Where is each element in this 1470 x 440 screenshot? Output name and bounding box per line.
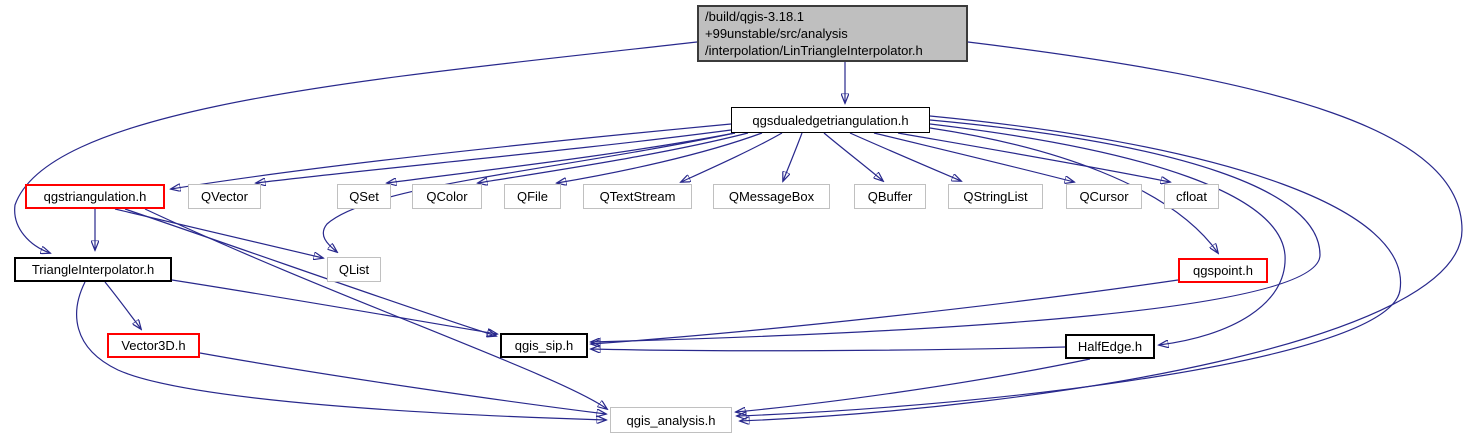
edge-qgsdualedgetriangulation-qmessagebox — [783, 132, 803, 181]
edge-root-triangleinterpolator — [14, 41, 698, 253]
edge-triangleinterpolator-qgis_sip — [171, 279, 497, 334]
node-vector3d[interactable]: Vector3D.h — [107, 333, 200, 358]
node-qlist[interactable]: QList — [327, 257, 381, 282]
node-cfloat[interactable]: cfloat — [1164, 184, 1219, 209]
edge-qgsdualedgetriangulation-qgstriangulation — [171, 123, 732, 189]
node-qgis-analysis[interactable]: qgis_analysis.h — [610, 407, 732, 433]
edge-qgsdualedgetriangulation-qgis_analysis — [737, 115, 1402, 416]
edge-halfedge-qgis_sip — [591, 347, 1066, 351]
node-qgsdualedgetriangulation[interactable]: qgsdualedgetriangulation.h — [731, 107, 930, 133]
node-triangleinterpolator[interactable]: TriangleInterpolator.h — [14, 257, 172, 282]
node-qtextstream[interactable]: QTextStream — [583, 184, 692, 209]
edge-qgsdualedgetriangulation-qgis_sip — [591, 119, 1321, 342]
edge-qgsdualedgetriangulation-qbuffer — [823, 132, 883, 181]
edge-qgstriangulation-qgis_sip — [124, 208, 496, 336]
node-qbuffer[interactable]: QBuffer — [854, 184, 926, 209]
edge-qgsdualedgetriangulation-qgspoint — [929, 127, 1218, 253]
node-qgspoint[interactable]: qgspoint.h — [1178, 258, 1268, 283]
node-qset[interactable]: QSet — [337, 184, 391, 209]
edge-vector3d-qgis_analysis — [199, 352, 606, 414]
node-qgis-sip[interactable]: qgis_sip.h — [500, 333, 588, 358]
node-qmessagebox[interactable]: QMessageBox — [713, 184, 830, 209]
edge-qgsdualedgetriangulation-qfile — [557, 132, 763, 183]
node-root-lintriangleinterpolator[interactable]: /build/qgis-3.18.1 +99unstable/src/analy… — [697, 5, 968, 62]
node-qcursor[interactable]: QCursor — [1066, 184, 1142, 209]
node-qgstriangulation[interactable]: qgstriangulation.h — [25, 184, 165, 209]
edge-qgsdualedgetriangulation-qcursor — [873, 132, 1074, 182]
edge-qgsdualedgetriangulation-qvector — [256, 129, 732, 183]
node-qfile[interactable]: QFile — [504, 184, 561, 209]
edge-halfedge-qgis_analysis — [736, 358, 1091, 412]
edge-triangleinterpolator-qgis_analysis — [76, 281, 606, 420]
node-halfedge[interactable]: HalfEdge.h — [1065, 334, 1155, 359]
edge-qgstriangulation-qgis_analysis — [144, 208, 607, 409]
node-qvector[interactable]: QVector — [188, 184, 261, 209]
edge-qgsdualedgetriangulation-qstringlist — [849, 132, 961, 181]
edge-qgsdualedgetriangulation-qcolor — [478, 132, 749, 183]
edge-triangleinterpolator-vector3d — [104, 281, 141, 329]
edge-qgsdualedgetriangulation-cfloat — [897, 132, 1170, 182]
edge-qgsdualedgetriangulation-qset — [387, 132, 736, 183]
edge-root-qgis_analysis — [740, 41, 1463, 421]
edge-qgsdualedgetriangulation-halfedge — [929, 123, 1286, 345]
edge-qgsdualedgetriangulation-qtextstream — [681, 132, 783, 182]
node-qstringlist[interactable]: QStringList — [948, 184, 1043, 209]
node-qcolor[interactable]: QColor — [412, 184, 482, 209]
edge-qgspoint-qgis_sip — [591, 279, 1179, 344]
